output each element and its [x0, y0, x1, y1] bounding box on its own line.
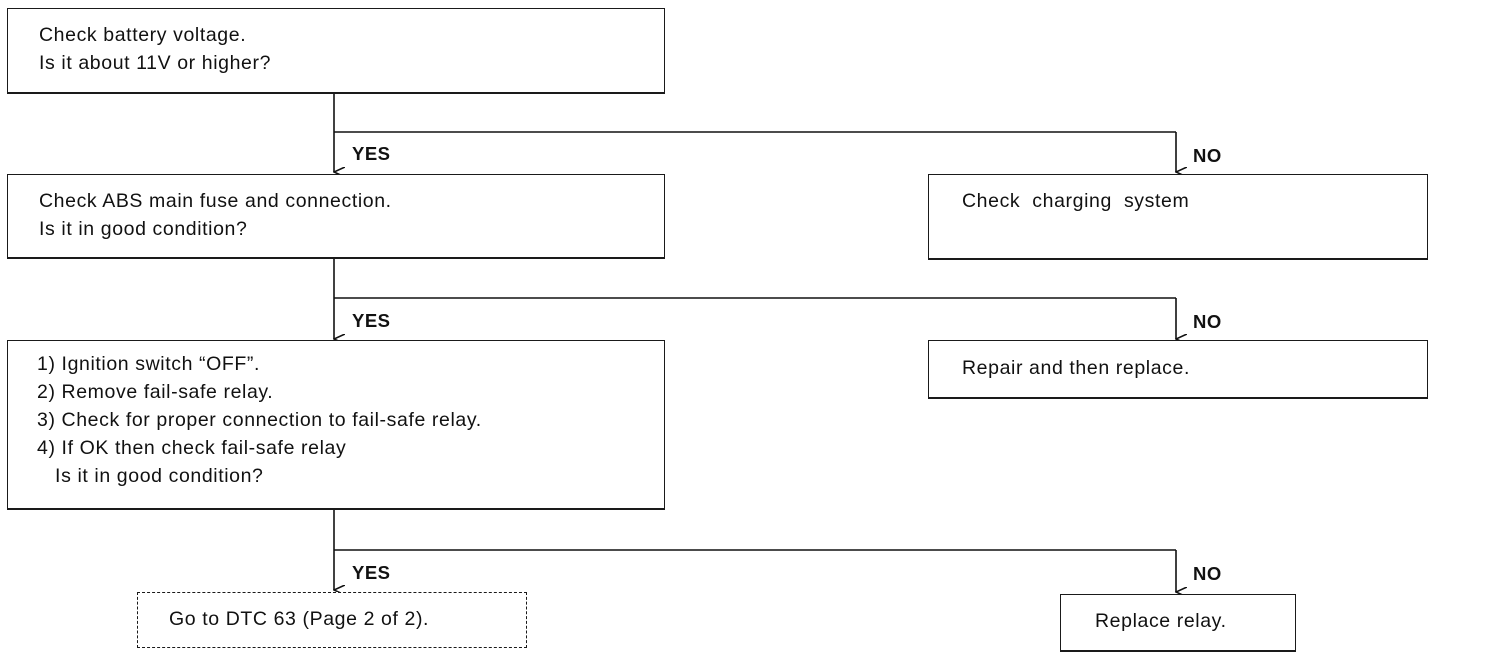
step3-yes-label: YES [352, 562, 391, 583]
step1-yes-label: YES [352, 143, 391, 164]
step2-box: Check ABS main fuse and connection. Is i… [7, 174, 665, 259]
result-replace-box: Replace relay. [1060, 594, 1296, 652]
step3-line-3: 3) Check for proper connection to fail-s… [37, 409, 482, 431]
step3-line-1: 1) Ignition switch “OFF”. [37, 353, 261, 375]
step3-line-2: 2) Remove fail-safe relay. [37, 381, 274, 403]
step3-box: 1) Ignition switch “OFF”. 2) Remove fail… [7, 340, 665, 510]
step3-line-5: Is it in good condition? [37, 465, 264, 487]
result-repair-text: Repair and then replace. [962, 357, 1190, 379]
step1-box: Check battery voltage. Is it about 11V o… [7, 8, 665, 94]
result-charging-box: Check charging system [928, 174, 1428, 260]
step1-line-2: Is it about 11V or higher? [39, 52, 272, 74]
result-replace-text: Replace relay. [1095, 610, 1227, 632]
step2-line-1: Check ABS main fuse and connection. [39, 190, 392, 212]
step3-line-4: 4) If OK then check fail-safe relay [37, 437, 347, 459]
step1-line-1: Check battery voltage. [39, 24, 247, 46]
step2-line-2: Is it in good condition? [39, 218, 248, 240]
step2-no-label: NO [1193, 311, 1222, 332]
result-charging-text: Check charging system [962, 190, 1190, 212]
step3-no-label: NO [1193, 563, 1222, 584]
step2-yes-label: YES [352, 310, 391, 331]
result-goto-text: Go to DTC 63 (Page 2 of 2). [169, 608, 430, 630]
step1-no-label: NO [1193, 145, 1222, 166]
result-repair-box: Repair and then replace. [928, 340, 1428, 399]
result-goto-box: Go to DTC 63 (Page 2 of 2). [137, 592, 527, 648]
